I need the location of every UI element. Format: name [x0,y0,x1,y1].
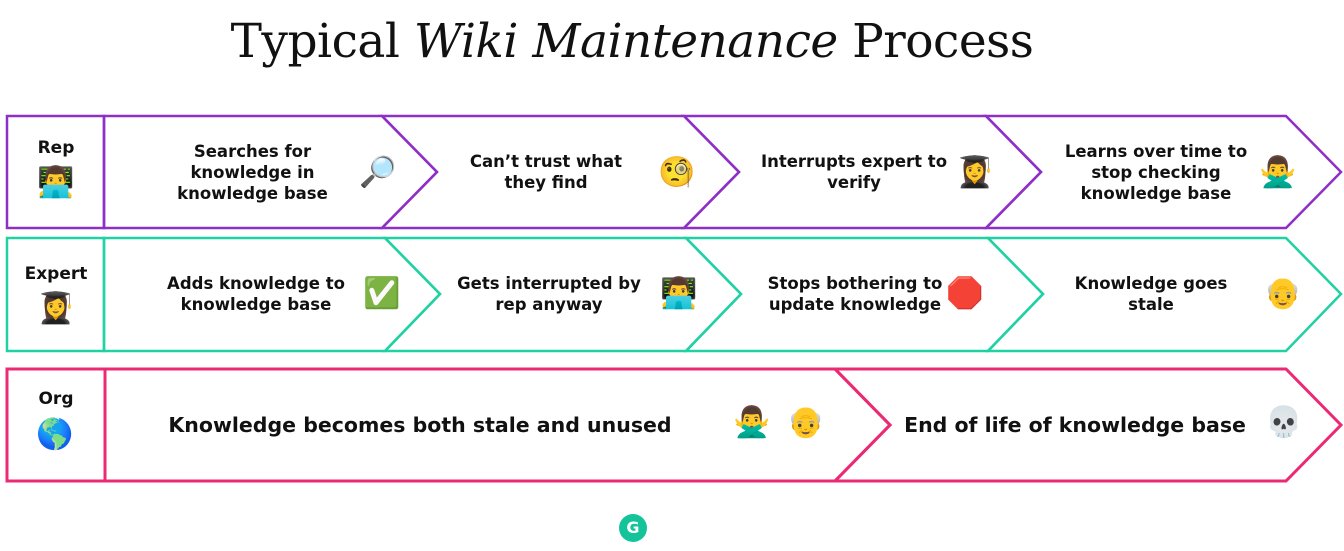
older-person-icon: 👴 [787,405,825,440]
grammarly-logo-icon: G [619,514,647,542]
older-person-icon: 👴 [1264,276,1302,311]
check-mark-icon: ✅ [363,276,401,311]
title-part-3: Process [837,14,1034,69]
technologist-icon: 👨‍💻 [660,276,698,311]
lane-rep-frame [5,114,1343,230]
lane-expert-frame [5,236,1343,353]
globe-icon: 🌎 [36,417,74,452]
lane-label-org: Org [38,389,74,409]
gesturing-no-icon: 🙅‍♂️ [1259,155,1297,190]
rep-step-4-text: Learns over time to stop checking knowle… [1064,141,1248,203]
graduate-icon: 👩‍🎓 [956,155,994,190]
expert-step-1-text: Adds knowledge to knowledge base [167,274,345,314]
rep-step-2-text: Can’t trust what they find [469,152,623,192]
expert-step-2-text: Gets interrupted by rep anyway [457,274,641,314]
title-part-1: Typical [230,14,414,69]
face-with-monocle-icon: 🧐 [658,155,696,190]
lane-label-rep: Rep [37,138,75,158]
lane-org-frame [5,367,1344,483]
title-part-2: Wiki Maintenance [413,14,838,69]
technologist-icon: 👨‍💻 [37,165,75,200]
rep-step-3-text: Interrupts expert to verify [760,152,948,192]
graduate-icon: 👩‍🎓 [37,291,75,326]
expert-step-3-text: Stops bothering to update knowledge [767,274,943,314]
gesturing-no-icon: 🙅‍♂️ [733,405,771,440]
page-title: Typical Wiki Maintenance Process [0,14,1264,69]
rep-step-1-text: Searches for knowledge in knowledge base [177,141,328,203]
expert-step-4-chevron [985,236,1343,353]
org-step-2-text: End of life of knowledge base [904,413,1246,437]
lane-label-expert: Expert [24,264,88,284]
skull-icon: 💀 [1265,405,1303,440]
org-step-2-chevron [831,367,1344,483]
org-step-1-text: Knowledge becomes both stale and unused [168,413,672,437]
expert-step-4-text: Knowledge goes stale [1074,274,1228,314]
magnifying-glass-icon: 🔎 [359,155,397,190]
rep-step-4-chevron [983,114,1343,230]
stop-sign-icon: 🛑 [946,276,984,311]
